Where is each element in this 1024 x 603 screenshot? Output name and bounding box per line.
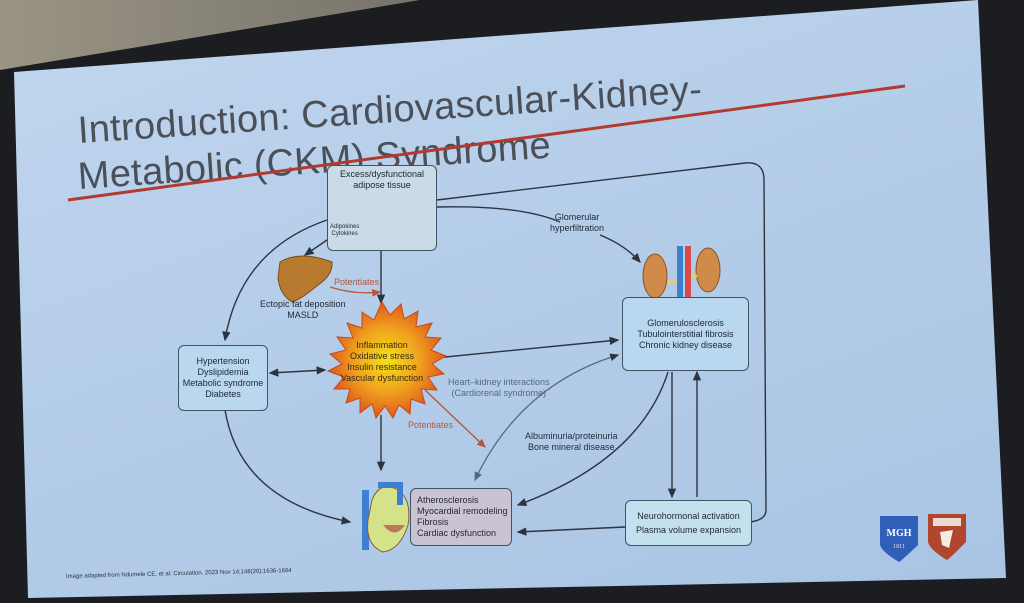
neurohormonal-box: Neurohormonal activation Plasma volume e… <box>625 500 752 546</box>
metabolic-risk-box: Hypertension Dyslipidemia Metabolic synd… <box>178 345 268 411</box>
oxidative-stress-text: Oxidative stress <box>349 351 415 361</box>
hypertension-text: Hypertension <box>196 356 250 366</box>
diabetes-text: Diabetes <box>205 389 241 399</box>
svg-text:1811: 1811 <box>893 544 905 550</box>
cardiorenal-text: (Cardiorenal syndrome) <box>451 388 547 398</box>
potentiates-label-1: Potentiates <box>334 277 380 287</box>
insulin-resistance-text: Insulin resistance <box>347 362 417 372</box>
ckd-text: Chronic kidney disease <box>638 339 733 350</box>
mgh-logo: MGH 1811 <box>880 516 918 562</box>
masld-text: MASLD <box>287 310 319 320</box>
glomerular-text: Glomerular <box>554 212 600 222</box>
inflammation-text: Inflammation <box>356 340 408 350</box>
tubulointerstitial-fibrosis-text: Tubulointerstitial fibrosis <box>637 328 734 339</box>
adipose-title-2: adipose tissue <box>353 180 411 190</box>
neurohormonal-text: Neurohormonal activation <box>637 511 740 521</box>
atherosclerosis-text: Atherosclerosis <box>417 495 479 505</box>
cytokines-text: Cytokines <box>331 231 358 237</box>
cardiac-box: Atherosclerosis Myocardial remodeling Fi… <box>410 488 512 546</box>
bone-mineral-text: Bone mineral disease <box>528 442 615 452</box>
adipose-title-1: Excess/dysfunctional <box>339 169 425 179</box>
ectopic-fat-text: Ectopic fat deposition <box>260 299 346 309</box>
adipokines-text: Adipokines <box>330 224 360 230</box>
vascular-dysfunction-text: Vascular dysfunction <box>340 373 424 383</box>
heart-kidney-label: Heart–kidney interactions(Cardiorenal sy… <box>448 377 550 399</box>
myocardial-remodeling-text: Myocardial remodeling <box>417 506 508 516</box>
kidneys-icon <box>642 246 721 300</box>
title-underline <box>67 84 906 202</box>
inflammation-starburst <box>326 300 448 420</box>
heart-kidney-text: Heart–kidney interactions <box>448 377 550 387</box>
plasma-volume-text: Plasma volume expansion <box>635 525 742 535</box>
heart-icon <box>362 482 410 553</box>
inflammation-label: Inflammation Oxidative stress Insulin re… <box>336 340 428 384</box>
albuminuria-text: Albuminuria/proteinuria <box>525 431 618 441</box>
svg-text:MGH: MGH <box>887 528 912 539</box>
liver-icon <box>277 255 333 303</box>
glomerulosclerosis-text: Glomerulosclerosis <box>647 317 724 328</box>
harvard-logo <box>928 514 966 560</box>
cardiac-dysfunction-text: Cardiac dysfunction <box>417 528 497 538</box>
metabolic-syndrome-text: Metabolic syndrome <box>182 378 264 388</box>
hyperfiltration-text: hyperfiltration <box>550 223 605 233</box>
adipose-tissue-box: Excess/dysfunctional adipose tissue Adip… <box>327 165 437 251</box>
kidney-disease-box: Glomerulosclerosis Tubulointerstitial fi… <box>622 297 749 371</box>
fibrosis-text: Fibrosis <box>417 517 449 527</box>
dyslipidemia-text: Dyslipidemia <box>197 367 249 377</box>
potentiates-label-2: Potentiates <box>408 420 454 430</box>
